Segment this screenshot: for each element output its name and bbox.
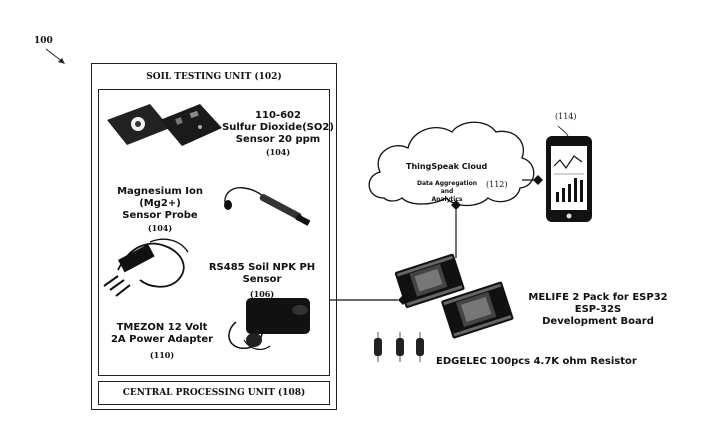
so2-sensor-ref: (104) (265, 147, 291, 157)
magnesium-probe-line1: Magnesium Ion (Mg2+) (117, 186, 203, 209)
smartphone-image (546, 136, 592, 222)
phone-connector (533, 175, 543, 185)
power-adapter-label: TMEZON 12 Volt 2A Power Adapter (110) (102, 322, 222, 361)
esp32-board-image (394, 253, 514, 339)
cloud-subtitle-line1: Data Aggregation and (417, 180, 477, 195)
so2-sensor-line2: Sulfur Dioxide(SO2) (222, 122, 334, 133)
magnesium-probe-image (224, 187, 311, 226)
cloud-subtitle-line2: Analytics (431, 196, 463, 203)
power-adapter-line1: TMEZON 12 Volt (116, 322, 208, 333)
magnesium-probe-label: Magnesium Ion (Mg2+) Sensor Probe (104) (100, 186, 220, 234)
soil-testing-unit-title: SOIL TESTING UNIT (102) (146, 72, 282, 82)
resistor-image (374, 332, 424, 362)
magnesium-probe-line2: Sensor Probe (122, 210, 198, 221)
power-adapter-image (228, 298, 310, 350)
figure-ref-number: 100 (34, 36, 53, 46)
so2-sensor-line1: 110-602 (255, 110, 301, 121)
central-processing-unit-box: CENTRAL PROCESSING UNIT (108) (98, 381, 330, 405)
npk-sensor-line1: RS485 Soil NPK PH Sensor (208, 262, 316, 285)
soil-testing-unit-box (91, 63, 337, 410)
so2-sensor-image (107, 104, 222, 146)
phone-ref-leader (557, 125, 569, 137)
esp-board-line1: MELIFE 2 Pack for ESP32 (528, 292, 668, 303)
cloud-bottom-connector (451, 200, 461, 210)
resistor-label: EDGELEC 100pcs 4.7K ohm Resistor (436, 356, 637, 367)
magnesium-probe-ref: (104) (147, 223, 173, 233)
cloud-shape (368, 121, 535, 207)
sensors-box (98, 89, 330, 376)
esp-board-label: MELIFE 2 Pack for ESP32 ESP-32S Developm… (528, 292, 668, 328)
esp-board-line3: Development Board (542, 316, 654, 327)
npk-sensor-ref: (106) (249, 289, 275, 299)
phone-ref: (114) (555, 112, 577, 121)
cloud-ref: (112) (486, 180, 508, 189)
so2-sensor-line3: Sensor 20 ppm (235, 134, 321, 145)
figure-ref-arrowhead (58, 58, 65, 64)
esp-board-line2: ESP-32S (574, 304, 622, 315)
so2-sensor-label: 110-602 Sulfur Dioxide(SO2) Sensor 20 pp… (218, 110, 338, 158)
cloud-subtitle: Data Aggregation and Analytics (412, 180, 482, 204)
npk-sensor-image (103, 238, 189, 297)
npk-sensor-label: RS485 Soil NPK PH Sensor (106) (192, 262, 332, 300)
power-adapter-ref: (110) (149, 350, 175, 360)
power-adapter-line2: 2A Power Adapter (110, 334, 214, 345)
cloud-title: ThingSpeak Cloud (406, 162, 488, 171)
